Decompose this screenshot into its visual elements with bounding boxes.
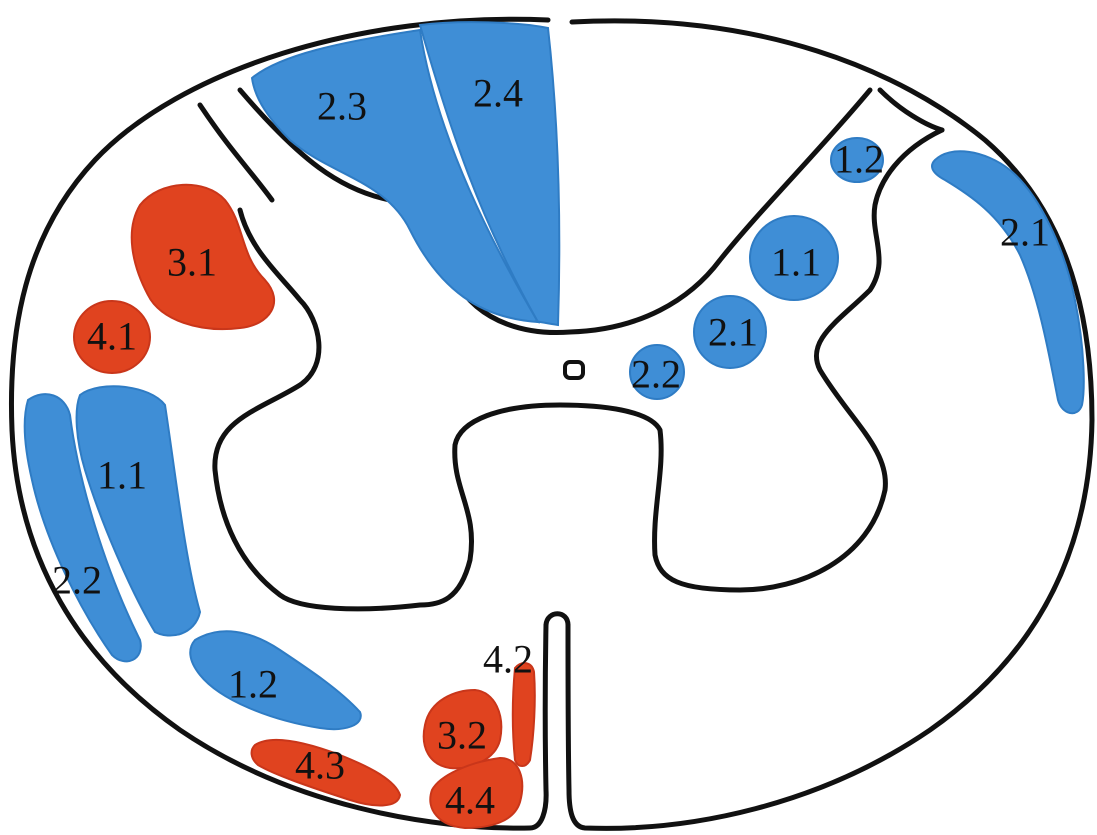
label-left-4-4: 4.4 bbox=[445, 778, 495, 823]
label-left-2-2: 2.2 bbox=[52, 558, 102, 603]
label-left-2-3: 2.3 bbox=[317, 84, 367, 129]
dorsal-column-border-right bbox=[880, 90, 942, 130]
label-right-2-2: 2.2 bbox=[631, 352, 681, 397]
label-left-3-2: 3.2 bbox=[437, 713, 487, 758]
central-canal bbox=[565, 362, 583, 378]
label-left-4-1: 4.1 bbox=[87, 314, 137, 359]
cord-outline-right bbox=[568, 21, 1092, 829]
tract-right-2-1-outer bbox=[932, 151, 1084, 413]
label-right-1-1: 1.1 bbox=[771, 240, 821, 285]
label-right-2-1-outer: 2.1 bbox=[1000, 210, 1050, 255]
label-left-3-1: 3.1 bbox=[167, 240, 217, 285]
ventral-fissure bbox=[546, 614, 568, 625]
label-left-4-3: 4.3 bbox=[295, 743, 345, 788]
label-left-2-4: 2.4 bbox=[473, 71, 523, 116]
label-right-2-1-inner: 2.1 bbox=[708, 310, 758, 355]
label-left-1-1: 1.1 bbox=[97, 453, 147, 498]
dorsal-column-border-left bbox=[200, 105, 272, 200]
label-left-1-2: 1.2 bbox=[228, 662, 278, 707]
label-right-1-2: 1.2 bbox=[834, 137, 884, 182]
label-left-4-2: 4.2 bbox=[483, 637, 533, 682]
